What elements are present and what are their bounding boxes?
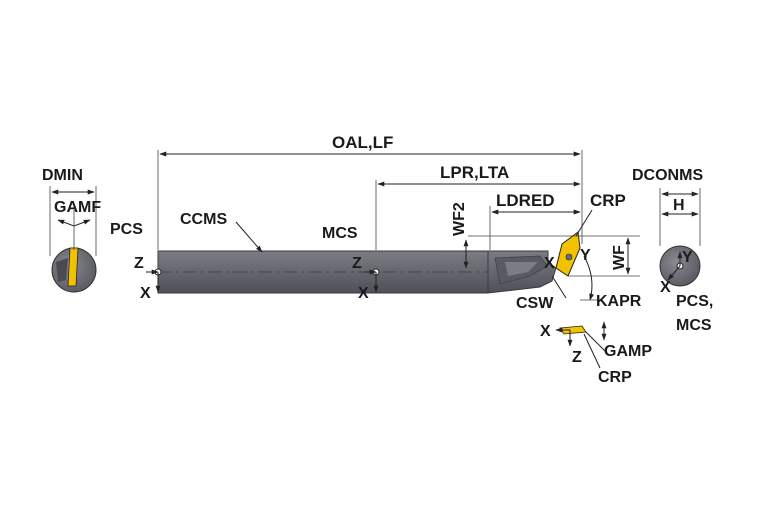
kapr-label: KAPR [596,293,642,310]
h-label: H [673,197,685,214]
axis-z-detail: Z [572,349,582,366]
crp-top-label: CRP [590,191,626,210]
wf2-label: WF2 [451,202,468,236]
mcs-origin-marker [364,268,380,293]
csw-label: CSW [516,295,554,312]
ccms-label: CCMS [180,211,227,228]
axis-z-left: Z [134,255,144,272]
right-end-view [659,188,701,287]
pcs-mcs-right-line1: PCS, [676,293,713,310]
axis-z-mid: Z [352,255,362,272]
tool-shank [157,250,557,294]
pcs-left-label: PCS [110,221,143,238]
crp-bottom-label: CRP [598,369,632,386]
axis-x-left: X [140,285,151,302]
gamf-label: GAMF [54,199,101,216]
lpr-lta-label: LPR,LTA [440,163,509,182]
pcs-mcs-right-label: PCS, MCS [676,293,718,334]
pcs-origin-marker [146,268,162,293]
axis-y-tip: Y [580,247,591,264]
cutting-insert [555,231,581,277]
gamp-label: GAMP [604,343,652,360]
axis-x-detail: X [540,323,551,340]
axis-x-mid: X [358,285,369,302]
oal-lf-label: OAL,LF [332,133,393,152]
wf-label: WF [611,245,628,270]
dmin-label: DMIN [42,167,83,184]
axis-x-tip: X [544,255,555,272]
mcs-mid-label: MCS [322,225,358,242]
axis-x-end: X [660,279,671,296]
rake-detail-view [555,321,607,369]
axis-y-end: Y [682,249,693,266]
dconms-label: DCONMS [632,167,703,184]
left-end-view [49,186,97,293]
pcs-mcs-right-line2: MCS [676,317,712,334]
ldred-label: LDRED [496,191,555,210]
